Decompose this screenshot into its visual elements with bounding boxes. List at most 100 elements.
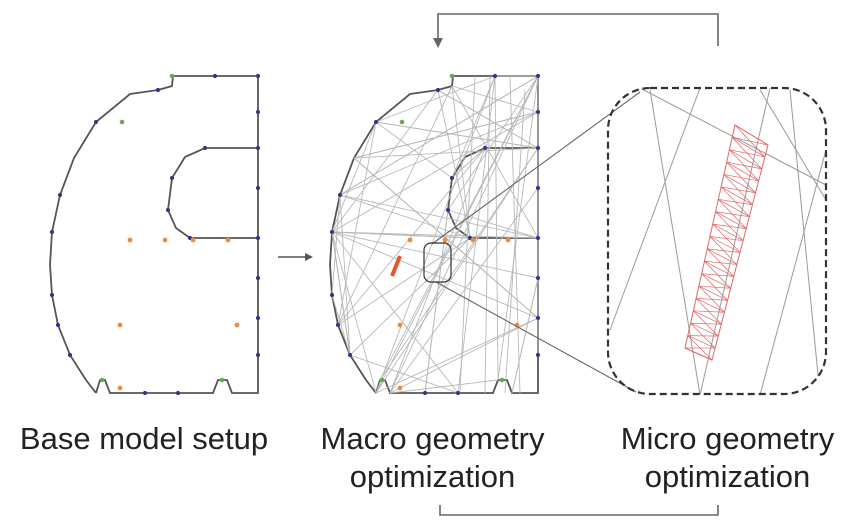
load-point	[442, 237, 448, 243]
lattice-diagonal	[696, 298, 728, 301]
load-point	[470, 237, 476, 243]
boundary-node	[535, 185, 541, 191]
lattice-rung	[715, 211, 747, 229]
lattice-rung	[690, 322, 719, 337]
lattice-rung	[720, 186, 753, 206]
boundary-node	[492, 73, 498, 79]
truss-member	[331, 231, 539, 279]
load-point	[225, 237, 231, 243]
boundary-node	[255, 235, 261, 241]
truss-member	[331, 294, 351, 356]
boundary-node	[435, 87, 441, 93]
micro-member-line	[759, 149, 826, 394]
truss-member	[389, 147, 486, 394]
zoom-connector-lines	[431, 91, 641, 393]
truss-member	[379, 147, 539, 381]
boundary-node	[449, 175, 455, 181]
boundary-node	[335, 322, 341, 328]
load-point	[117, 385, 123, 391]
truss-member	[389, 187, 539, 394]
support-node	[99, 377, 105, 383]
boundary-node	[329, 292, 335, 298]
micro-member-line	[649, 89, 701, 394]
lattice-diagonal	[687, 335, 719, 337]
outer-boundary	[49, 75, 259, 394]
lattice-rung	[726, 161, 759, 182]
boundary-node	[93, 119, 99, 125]
boundary-node	[67, 352, 73, 358]
load-point	[117, 322, 123, 328]
lattice-rung	[695, 298, 725, 313]
boundary-node	[535, 73, 541, 79]
boundary-node	[535, 275, 541, 281]
boundary-node	[202, 145, 208, 151]
micro-detail-content	[609, 88, 826, 394]
lattice-diagonal	[726, 161, 762, 170]
lattice-rung	[729, 149, 762, 170]
boundary-node	[255, 352, 261, 358]
boundary-node	[49, 292, 55, 298]
boundary-node	[255, 275, 261, 281]
boundary-node	[212, 73, 218, 79]
lattice-rung	[712, 223, 744, 241]
micro-member-line	[789, 89, 821, 394]
truss-member	[484, 75, 491, 394]
outer-boundary	[329, 75, 539, 394]
truss-member	[511, 277, 539, 394]
truss-member	[331, 89, 439, 233]
boundary-node	[482, 145, 488, 151]
truss-member	[331, 111, 539, 233]
lattice-rung	[698, 285, 728, 301]
truss-member	[353, 147, 539, 159]
load-point	[127, 237, 133, 243]
boundary-node	[165, 207, 171, 213]
lattice-rung	[718, 199, 750, 217]
truss-member	[437, 89, 471, 239]
truss-member	[331, 231, 459, 394]
truss-members	[331, 75, 539, 394]
truss-member	[389, 317, 539, 394]
truss-member	[375, 147, 539, 394]
truss-member	[389, 75, 539, 394]
lattice-rung	[723, 174, 756, 194]
support-node	[219, 377, 225, 383]
truss-member	[331, 121, 377, 233]
lattice-diagonal	[701, 273, 734, 277]
boundary-node	[142, 390, 148, 396]
truss-member	[447, 75, 539, 211]
lattice-rung	[709, 236, 741, 253]
lattice-diagonal	[721, 186, 756, 194]
inner-cutout-boundary	[167, 147, 258, 239]
truss-member	[331, 231, 377, 394]
micro-member-line	[759, 89, 826, 201]
load-point	[505, 237, 511, 243]
highlighted-member	[390, 255, 402, 277]
truss-member	[331, 231, 539, 319]
boundary-node	[255, 185, 261, 191]
boundary-node	[535, 352, 541, 358]
truss-member	[375, 121, 453, 179]
truss-member	[331, 231, 351, 356]
boundary-node	[445, 207, 451, 213]
lattice-cells	[684, 124, 769, 361]
truss-member	[447, 209, 539, 239]
lattice-diagonal	[723, 174, 759, 182]
support-node	[119, 119, 125, 125]
caption-micro-geometry: Micro geometry optimization	[590, 420, 865, 496]
boundary-node	[49, 229, 55, 235]
micro-member-line	[699, 88, 771, 394]
boundary-node	[422, 390, 428, 396]
lattice-rung	[687, 335, 716, 349]
truss-member	[339, 75, 539, 196]
lattice-diagonal	[693, 310, 725, 313]
support-node	[169, 73, 175, 79]
lattice-rung	[734, 124, 769, 146]
macro-geometry-shape	[329, 73, 541, 396]
truss-member	[451, 147, 486, 179]
support-node	[379, 377, 385, 383]
truss-member	[331, 231, 539, 239]
truss-member	[349, 354, 459, 394]
boundary-node	[373, 119, 379, 125]
lattice-diagonal	[704, 260, 737, 265]
truss-member	[375, 75, 496, 123]
